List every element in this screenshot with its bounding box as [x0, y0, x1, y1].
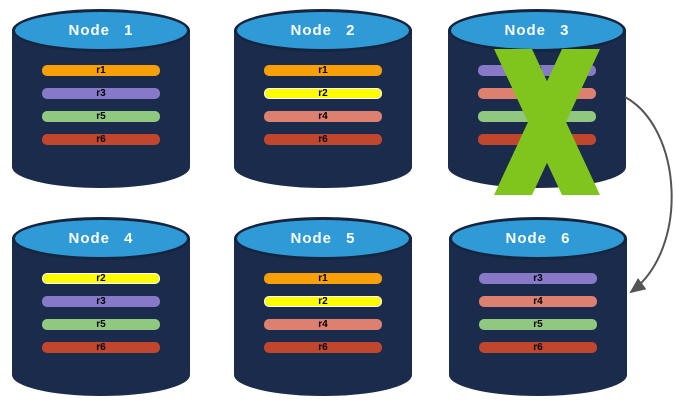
replica-label: r1 — [318, 65, 328, 76]
replica-label: r2 — [318, 88, 328, 99]
replica-label: r3 — [533, 273, 543, 284]
cylinder-top: Node 3 — [448, 9, 626, 52]
node-5: Node 5 r1 r2 r4 r6 — [234, 217, 412, 396]
replica-bar: r1 — [42, 65, 160, 76]
replica-label: r6 — [533, 342, 543, 353]
replica-bar: r3 — [479, 273, 597, 284]
replica-label: r5 — [96, 111, 106, 122]
replica-list: r1 r2 r4 r6 — [264, 273, 382, 365]
node-4: Node 4 r2 r3 r5 r6 — [12, 217, 190, 396]
cylinder-body — [12, 238, 190, 396]
cylinder-top: Node 6 — [449, 217, 627, 260]
replica-bar: r6 — [42, 342, 160, 353]
replica-list: r1 r2 r4 r6 — [264, 65, 382, 157]
replica-bar: r1 — [264, 273, 382, 284]
replica-bar: r3 — [478, 65, 596, 76]
replica-bar: r4 — [479, 296, 597, 307]
replica-label: r5 — [533, 319, 543, 330]
replica-bar: r3 — [42, 88, 160, 99]
replica-list: r1 r3 r5 r6 — [42, 65, 160, 157]
replica-label: r1 — [318, 273, 328, 284]
replica-bar: r3 — [42, 296, 160, 307]
replica-label: r5 — [96, 319, 106, 330]
replica-label: r3 — [532, 65, 542, 76]
replica-bar: r5 — [42, 319, 160, 330]
replica-list: r2 r3 r5 r6 — [42, 273, 160, 365]
replica-bar: r2 — [264, 88, 382, 99]
replica-bar: r5 — [479, 319, 597, 330]
node-title: Node 2 — [290, 22, 356, 39]
cylinder-body — [12, 30, 190, 188]
cylinder-top: Node 1 — [12, 9, 190, 52]
cylinder-top: Node 2 — [234, 9, 412, 52]
replica-bar: r4 — [264, 111, 382, 122]
cylinder-top: Node 5 — [234, 217, 412, 260]
node-title: Node 6 — [505, 230, 571, 247]
replica-bar — [478, 88, 596, 99]
replica-label: r2 — [96, 273, 106, 284]
cylinder-top: Node 4 — [12, 217, 190, 260]
cylinder-body — [449, 238, 627, 396]
replica-label: r4 — [533, 296, 543, 307]
replica-label: r3 — [96, 88, 106, 99]
replica-label: r6 — [318, 134, 328, 145]
cylinder-body — [234, 238, 412, 396]
replica-bar: r6 — [264, 342, 382, 353]
replica-list: r3 — [478, 65, 596, 157]
replica-label: r2 — [318, 296, 328, 307]
node-1: Node 1 r1 r3 r5 r6 — [12, 9, 190, 188]
replica-bar: r2 — [264, 296, 382, 307]
replica-bar — [478, 134, 596, 145]
node-title: Node 1 — [68, 22, 134, 39]
replica-label: r6 — [318, 342, 328, 353]
replica-bar: r2 — [42, 273, 160, 284]
replica-bar: r4 — [264, 319, 382, 330]
node-2: Node 2 r1 r2 r4 r6 — [234, 9, 412, 188]
replica-label: r4 — [318, 111, 328, 122]
replica-bar: r6 — [479, 342, 597, 353]
node-title: Node 4 — [68, 230, 134, 247]
replica-bar: r6 — [42, 134, 160, 145]
replica-label: r6 — [96, 342, 106, 353]
replica-bar — [478, 111, 596, 122]
node-6: Node 6 r3 r4 r5 r6 — [449, 217, 627, 396]
replica-label: r3 — [96, 296, 106, 307]
replica-list: r3 r4 r5 r6 — [479, 273, 597, 365]
replica-label: r6 — [96, 134, 106, 145]
arrow-curve — [624, 96, 673, 294]
node-3: Node 3 r3 — [448, 9, 626, 188]
replica-label: r1 — [96, 65, 106, 76]
replica-bar: r1 — [264, 65, 382, 76]
replica-bar: r6 — [264, 134, 382, 145]
replica-bar: r5 — [42, 111, 160, 122]
node-title: Node 5 — [290, 230, 356, 247]
cylinder-body — [234, 30, 412, 188]
node-title: Node 3 — [504, 22, 570, 39]
replica-label: r4 — [318, 319, 328, 330]
